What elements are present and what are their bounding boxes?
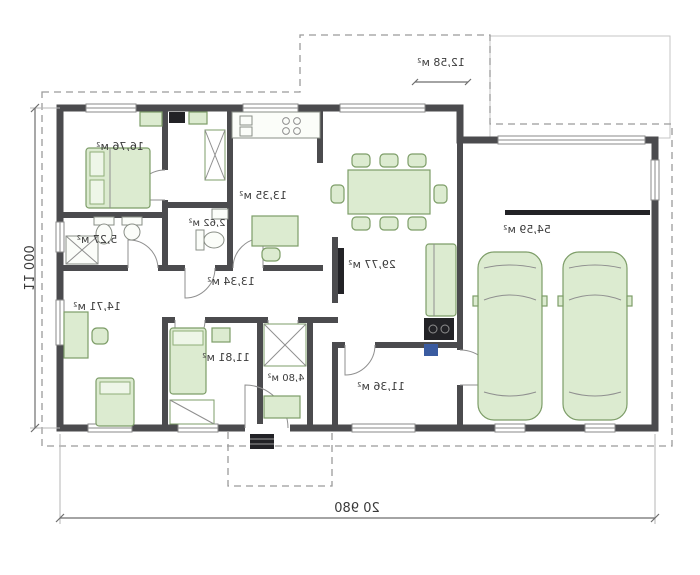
label-garage: 54,59 м² [503, 223, 551, 236]
shower [65, 235, 99, 265]
garage-gate [497, 135, 646, 145]
tv [338, 248, 344, 294]
car-mirror [541, 295, 548, 307]
furniture [63, 111, 650, 449]
dimension-bottom: 20 980 [55, 434, 660, 524]
label-utility: 11,36 м² [357, 380, 405, 393]
window-garage-bottom-2 [584, 423, 616, 433]
window-bedroom2 [177, 423, 219, 433]
bed-single [169, 327, 207, 395]
office-bed [95, 377, 135, 427]
window-garage-right [650, 159, 660, 201]
closet-unit [263, 323, 307, 419]
label-bathroom: 5,27 м² [77, 233, 118, 246]
chair [433, 184, 448, 204]
label-office: 14,71 м² [73, 300, 121, 313]
sink-bowl-2 [239, 126, 253, 137]
garage-shelf-line [505, 210, 650, 215]
window-bedroom1 [85, 103, 137, 113]
label-living-room: 29,77 м² [348, 258, 396, 271]
fireplace-boiler-unit [424, 318, 454, 356]
chair [91, 327, 109, 345]
car-mirror [626, 295, 633, 307]
toilet [93, 216, 115, 245]
label-height-dimension: 11 000 [20, 245, 35, 291]
terrace-dim-mark [411, 78, 472, 86]
door-wc [184, 267, 216, 299]
shelf-unit [263, 395, 301, 419]
chair [351, 216, 371, 231]
office-desk [63, 311, 109, 359]
chair [351, 153, 371, 168]
chair [330, 184, 345, 204]
tech-room-equipment [169, 111, 226, 181]
window-office-left [55, 299, 65, 346]
bed-double [85, 147, 151, 209]
door-gaps [128, 170, 464, 432]
stove-burner [282, 127, 290, 135]
label-hallway: 13,34 м² [207, 275, 255, 288]
dresser [139, 111, 163, 127]
door-utility [344, 344, 376, 376]
kitchen-table [251, 215, 299, 262]
window-utility [351, 423, 416, 433]
window-bathroom [55, 221, 65, 253]
bidet [121, 216, 143, 241]
label-bedroom-1: 16,76 м² [96, 140, 144, 153]
sink-bowl-1 [239, 115, 253, 126]
car-2 [557, 251, 633, 421]
window-garage-bottom-1 [494, 423, 526, 433]
label-bedroom-2: 11,81 м² [202, 351, 250, 364]
sofa [425, 243, 457, 317]
dining-set [330, 153, 448, 231]
wc-toilet [195, 229, 225, 251]
terrace-sliding-door [339, 103, 426, 113]
porch-outline [227, 432, 333, 487]
chair [407, 153, 427, 168]
chair [407, 216, 427, 231]
label-kitchen: 13,35 м² [239, 189, 287, 202]
dimension-left: 11 000 [20, 103, 60, 433]
label-wc: 2,62 м² [189, 218, 226, 229]
car-1 [472, 251, 548, 421]
chair [261, 247, 281, 262]
chair [379, 153, 399, 168]
driveway [489, 35, 671, 139]
chair [379, 216, 399, 231]
label-wardrobe: 4,80 м² [268, 373, 305, 384]
wardrobe-cabinet [169, 399, 215, 425]
label-width-dimension: 20 980 [334, 501, 380, 516]
stove-burner [293, 117, 301, 125]
car-mirror [472, 295, 479, 307]
wc-sink [211, 208, 229, 220]
kitchen-counter [231, 111, 321, 139]
nightstand [211, 327, 231, 343]
stove-burner [293, 127, 301, 135]
doormat [250, 434, 274, 449]
window-kitchen [242, 103, 299, 113]
room-labels: 16,76 м² 5,27 м² 2,62 м² 13,35 м² 13,34 … [73, 56, 551, 393]
stove-burner [282, 117, 290, 125]
car-mirror [557, 295, 564, 307]
label-terrace: 12,58 м² [417, 56, 465, 69]
